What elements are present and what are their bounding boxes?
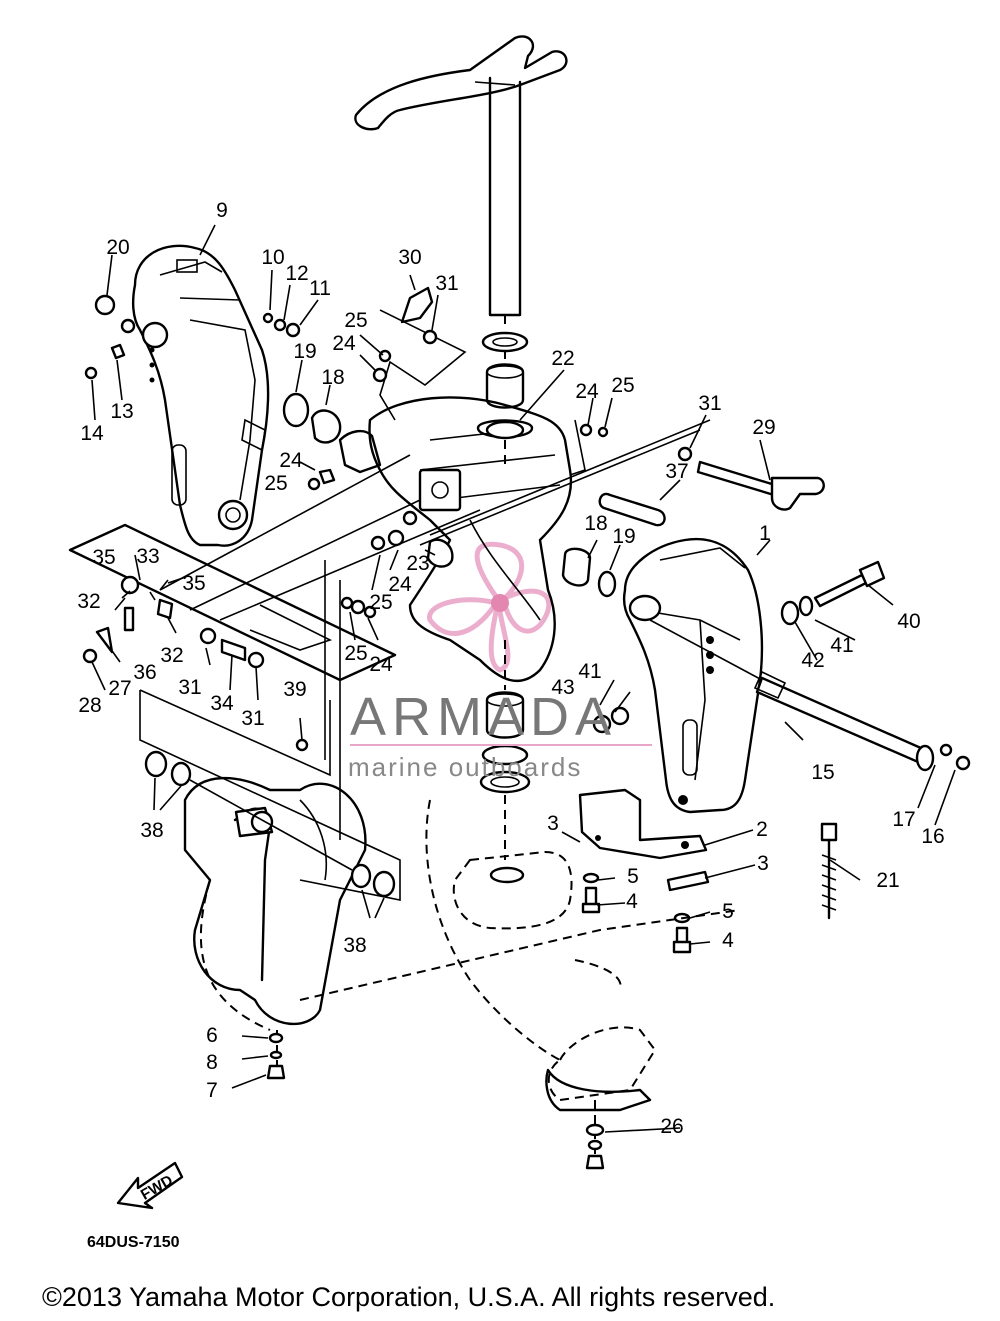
part-code: 64DUS-7150 — [87, 1234, 180, 1251]
callout-c40: 40 — [897, 610, 920, 633]
callout-c31d: 31 — [241, 707, 264, 730]
callout-c25a: 25 — [344, 309, 367, 332]
callout-c18a: 18 — [321, 366, 344, 389]
anode-21 — [820, 822, 838, 920]
callout-c33: 33 — [136, 545, 159, 568]
bolt-40 — [780, 560, 886, 626]
callout-c3b: 3 — [757, 852, 769, 875]
callout-c18b: 18 — [584, 512, 607, 535]
callout-c19b: 19 — [612, 525, 635, 548]
lower-mount-dashed — [199, 799, 741, 1160]
callout-numbers: 1233445567891011121314151617181819192021… — [77, 199, 944, 1138]
callout-c1: 1 — [759, 522, 771, 545]
callout-c5a: 5 — [627, 865, 639, 888]
callout-c6: 6 — [206, 1024, 218, 1047]
callout-c38a: 38 — [140, 819, 163, 842]
callout-c35a: 35 — [92, 546, 115, 569]
callout-c24c: 24 — [279, 449, 303, 472]
callout-c29: 29 — [752, 416, 775, 439]
callout-c43: 43 — [551, 676, 574, 699]
callout-c31b: 31 — [698, 392, 721, 415]
callout-c7: 7 — [206, 1079, 218, 1102]
watermark-brand: ARMADA — [350, 687, 617, 747]
tilt-shaft — [649, 619, 935, 772]
callout-c25d: 25 — [369, 591, 392, 614]
callout-c23: 23 — [406, 552, 429, 575]
callout-c4a: 4 — [626, 890, 638, 913]
callout-c21: 21 — [876, 869, 899, 892]
callout-c30: 30 — [398, 246, 421, 269]
callout-c24d: 24 — [388, 573, 412, 596]
callout-c24a: 24 — [332, 332, 356, 355]
callout-c8: 8 — [206, 1051, 218, 1074]
fasteners-6-7-8 — [266, 1032, 286, 1080]
callout-c31c: 31 — [178, 676, 201, 699]
callout-c5b: 5 — [722, 900, 734, 923]
fasteners-4-5 — [581, 872, 692, 954]
callout-c41a: 41 — [830, 634, 853, 657]
swivel-bracket — [368, 396, 573, 682]
rod-29 — [419, 419, 825, 546]
fwd-arrow-icon: FWD — [116, 1161, 184, 1210]
callout-c16: 16 — [921, 825, 944, 848]
grouping-frames — [68, 309, 586, 901]
callout-c26: 26 — [660, 1115, 683, 1138]
small-parts-left — [82, 286, 971, 771]
callout-c3a: 3 — [547, 812, 559, 835]
callout-c24e: 24 — [369, 653, 393, 676]
callout-c31a: 31 — [435, 272, 458, 295]
callout-c17: 17 — [892, 808, 915, 831]
steering-handle — [354, 35, 568, 317]
shaft-37 — [598, 492, 666, 527]
callout-c32b: 32 — [160, 644, 183, 667]
lower-bushing — [479, 691, 531, 794]
callout-c27: 27 — [108, 677, 131, 700]
callout-c32a: 32 — [77, 590, 100, 613]
callout-c25e: 25 — [344, 642, 367, 665]
callout-c28: 28 — [78, 694, 101, 717]
watermark-tagline: marine outboards — [348, 752, 582, 782]
clamp-bracket-right — [622, 537, 764, 814]
callout-c25b: 25 — [611, 374, 634, 397]
callout-c25c: 25 — [264, 472, 287, 495]
callout-c41b: 41 — [578, 660, 601, 683]
callout-c36: 36 — [133, 661, 156, 684]
tilt-tube-assembly — [144, 750, 396, 1025]
clamp-bracket-left — [131, 244, 270, 547]
callout-c11: 11 — [309, 277, 331, 300]
watermark-propeller-logo — [427, 541, 552, 673]
callout-c37: 37 — [665, 460, 688, 483]
callout-c10: 10 — [261, 246, 284, 269]
callout-c39: 39 — [283, 678, 306, 701]
callout-c35b: 35 — [182, 572, 205, 595]
callout-c38b: 38 — [343, 934, 366, 957]
callout-c20: 20 — [106, 236, 129, 259]
callout-c19a: 19 — [293, 340, 316, 363]
callout-c42: 42 — [801, 649, 824, 672]
bracket-2 — [578, 788, 710, 892]
callout-c2: 2 — [756, 818, 768, 841]
copyright-notice: ©2013 Yamaha Motor Corporation, U.S.A. A… — [42, 1282, 775, 1312]
callout-c4b: 4 — [722, 929, 734, 952]
callout-c34: 34 — [210, 692, 234, 715]
callout-c13: 13 — [110, 400, 133, 423]
callout-c24b: 24 — [575, 380, 599, 403]
callout-c14: 14 — [80, 422, 104, 445]
leader-lines — [91, 224, 956, 1133]
callout-c22: 22 — [551, 347, 574, 370]
callout-c12: 12 — [285, 262, 308, 285]
fasteners-26 — [585, 1123, 605, 1170]
callout-c9: 9 — [216, 199, 228, 222]
callout-c15: 15 — [811, 761, 834, 784]
